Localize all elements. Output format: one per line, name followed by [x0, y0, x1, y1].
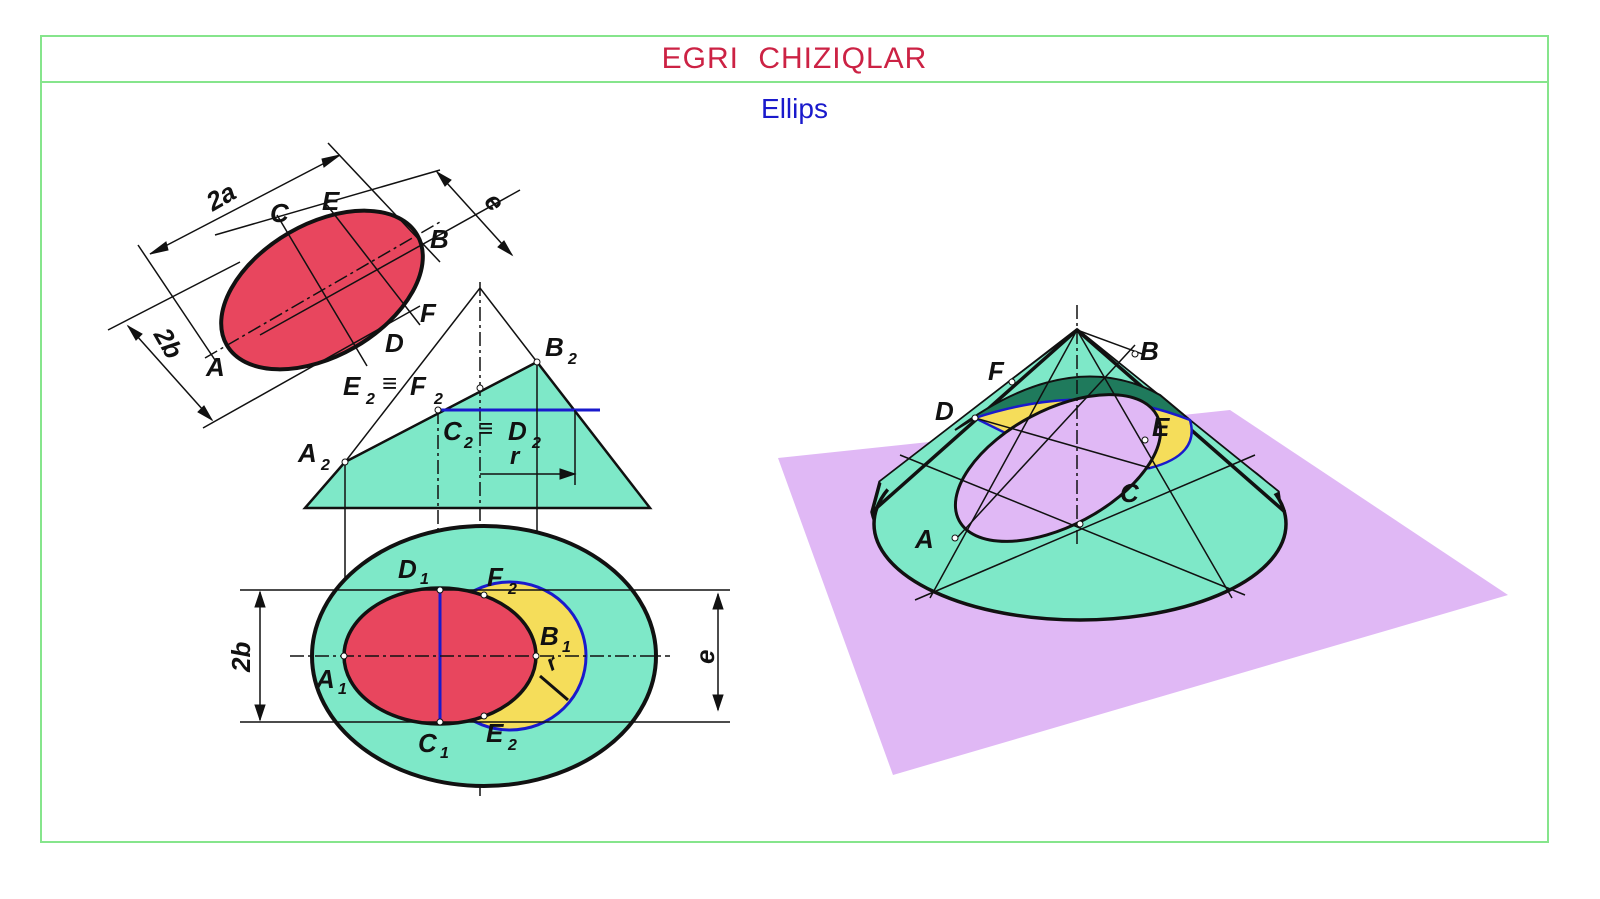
label-b2: B	[545, 332, 564, 362]
dim-e	[436, 171, 513, 256]
top-ellipse-group	[107, 142, 521, 429]
label-c-iso: C	[1120, 478, 1140, 508]
label-e-top: e	[478, 187, 510, 217]
label-r-front: r	[510, 443, 521, 470]
slide-title: EGRI CHIZIQLAR	[661, 42, 928, 75]
label-e2-top: E	[486, 718, 504, 748]
label-e-top-view: e	[690, 650, 720, 664]
ext-line-b	[327, 142, 441, 263]
label-d2: D	[508, 416, 527, 446]
svg-text:2: 2	[567, 351, 577, 368]
dim-2a	[149, 154, 341, 255]
iso-line-1	[899, 454, 1246, 596]
svg-text:2: 2	[433, 391, 443, 408]
dim-2b	[127, 325, 213, 421]
label-a-top: A	[205, 352, 225, 382]
svg-text:1: 1	[338, 681, 347, 698]
svg-text:2: 2	[507, 737, 517, 754]
label-e-point: E	[322, 186, 340, 216]
label-e2: E	[343, 371, 361, 401]
svg-text:2: 2	[320, 457, 330, 474]
svg-text:≡: ≡	[478, 413, 493, 443]
label-f-top: F	[420, 298, 437, 328]
label-f-iso: F	[988, 356, 1005, 386]
cutting-plane	[344, 361, 538, 463]
label-c1: C	[418, 728, 438, 758]
label-f2-front: F	[410, 371, 427, 401]
label-e-iso: E	[1152, 412, 1170, 442]
label-2b-top-view: 2b	[226, 642, 256, 673]
svg-text:2: 2	[531, 435, 541, 452]
label-a-iso: A	[914, 524, 934, 554]
label-c2: C	[443, 416, 463, 446]
front-view-labels: A 2 B 2 E 2 ≡ F 2 C 2 ≡ D 2 r	[297, 332, 577, 474]
label-b-top: B	[430, 224, 449, 254]
iso-major-axis	[954, 344, 1136, 541]
slide-frame: EGRI CHIZIQLAR Ellips	[40, 35, 1549, 843]
label-d-top: D	[385, 328, 404, 358]
radius-arrow	[539, 674, 569, 702]
title-bar: EGRI CHIZIQLAR	[42, 37, 1547, 83]
svg-text:1: 1	[562, 639, 571, 656]
svg-text:2: 2	[365, 391, 375, 408]
slide-subtitle: Ellips	[761, 93, 828, 124]
svg-text:2: 2	[463, 435, 473, 452]
ext-line-e	[259, 189, 521, 336]
iso-chord	[974, 417, 1151, 469]
iso-view	[778, 305, 1508, 775]
svg-text:≡: ≡	[382, 368, 397, 398]
ext-line-c	[107, 261, 241, 331]
iso-line-4	[1076, 329, 1233, 599]
label-2b-top: 2b	[147, 322, 189, 364]
label-a2: A	[297, 438, 317, 468]
top-view	[240, 524, 730, 788]
minor-axis-e	[326, 204, 421, 326]
cone-left-edge	[344, 287, 481, 463]
svg-text:1: 1	[420, 571, 429, 588]
label-b1: B	[540, 621, 559, 651]
iso-line-2	[914, 454, 1256, 601]
label-d1: D	[398, 554, 417, 584]
ext-line-a	[137, 244, 216, 361]
cone-right-edge	[479, 287, 538, 363]
ext-line-f	[214, 169, 441, 236]
minor-axis-c	[276, 214, 368, 367]
label-a1: A	[315, 664, 335, 694]
svg-text:2: 2	[507, 581, 517, 598]
label-f2: F	[487, 562, 504, 592]
label-b-iso: B	[1140, 336, 1159, 366]
section-ellipse-iso	[953, 393, 1163, 543]
iso-view-labels: F B D E C A	[914, 336, 1170, 554]
label-c-top: C	[270, 198, 290, 228]
label-d-iso: D	[935, 396, 954, 426]
svg-text:1: 1	[440, 745, 449, 762]
iso-line-3	[929, 329, 1078, 599]
label-2a: 2a	[200, 176, 241, 217]
ext-line-d	[202, 305, 421, 429]
